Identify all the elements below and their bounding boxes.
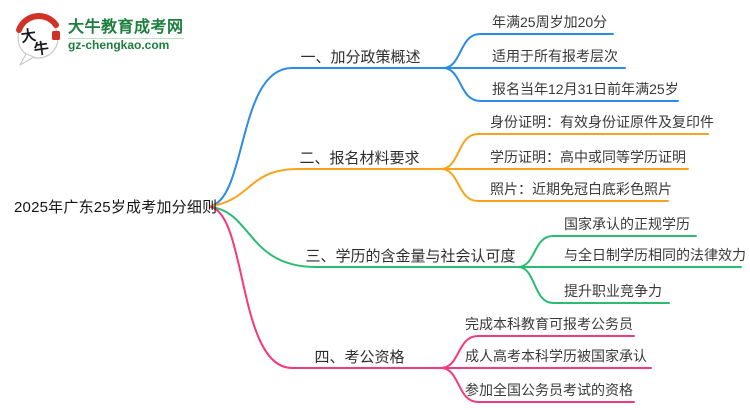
svg-text:牛: 牛 [33,39,50,59]
branch-2-label: 二、报名材料要求 [299,150,420,167]
central-topic: 2025年广东25岁成考加分细则 [14,199,218,216]
branch-3-label: 三、学历的含金量与社会认可度 [305,248,516,265]
branch-3-subtopic-3: 提升职业竞争力 [564,283,662,299]
branch-4-connector [210,206,652,403]
logo-bubble-icon: 大 牛 [16,13,60,66]
branch-2-subtopic-2: 学历证明：高中或同等学历证明 [490,149,686,165]
branch-4-label: 四、考公资格 [314,349,405,366]
branch-2-subtopic-3: 照片：近期免冠白底彩色照片 [490,181,672,197]
branch-2-subtopic-1: 身份证明：有效身份证原件及复印件 [490,114,714,130]
branch-2-connector [210,133,709,207]
branch-3-connector [210,206,742,304]
branch-4-subtopic-2: 成人高考本科学历被国家承认 [465,348,647,364]
branch-1-subtopic-3: 报名当年12月31日前年满25岁 [492,81,679,97]
branch-4-subtopic-3: 参加全国公务员考试的资格 [465,382,633,398]
svg-text:大: 大 [20,26,37,46]
branch-1-subtopic-2: 适用于所有报考层次 [492,48,618,64]
logo-title: 大牛教育成考网 [68,19,184,36]
branch-3-subtopic-1: 国家承认的正规学历 [564,216,690,232]
logo-subtitle: gz-chengkao.com [68,38,184,52]
branch-1-subtopic-1: 年满25周岁加20分 [492,14,608,30]
branch-1-connector [210,33,679,207]
branch-3-subtopic-2: 与全日制学历相同的法律效力 [564,247,746,263]
branch-4-subtopic-1: 完成本科教育可报考公务员 [465,316,633,332]
site-logo: 大 牛 大牛教育成考网 gz-chengkao.com [12,10,184,68]
branch-1-label: 一、加分政策概述 [300,49,421,66]
